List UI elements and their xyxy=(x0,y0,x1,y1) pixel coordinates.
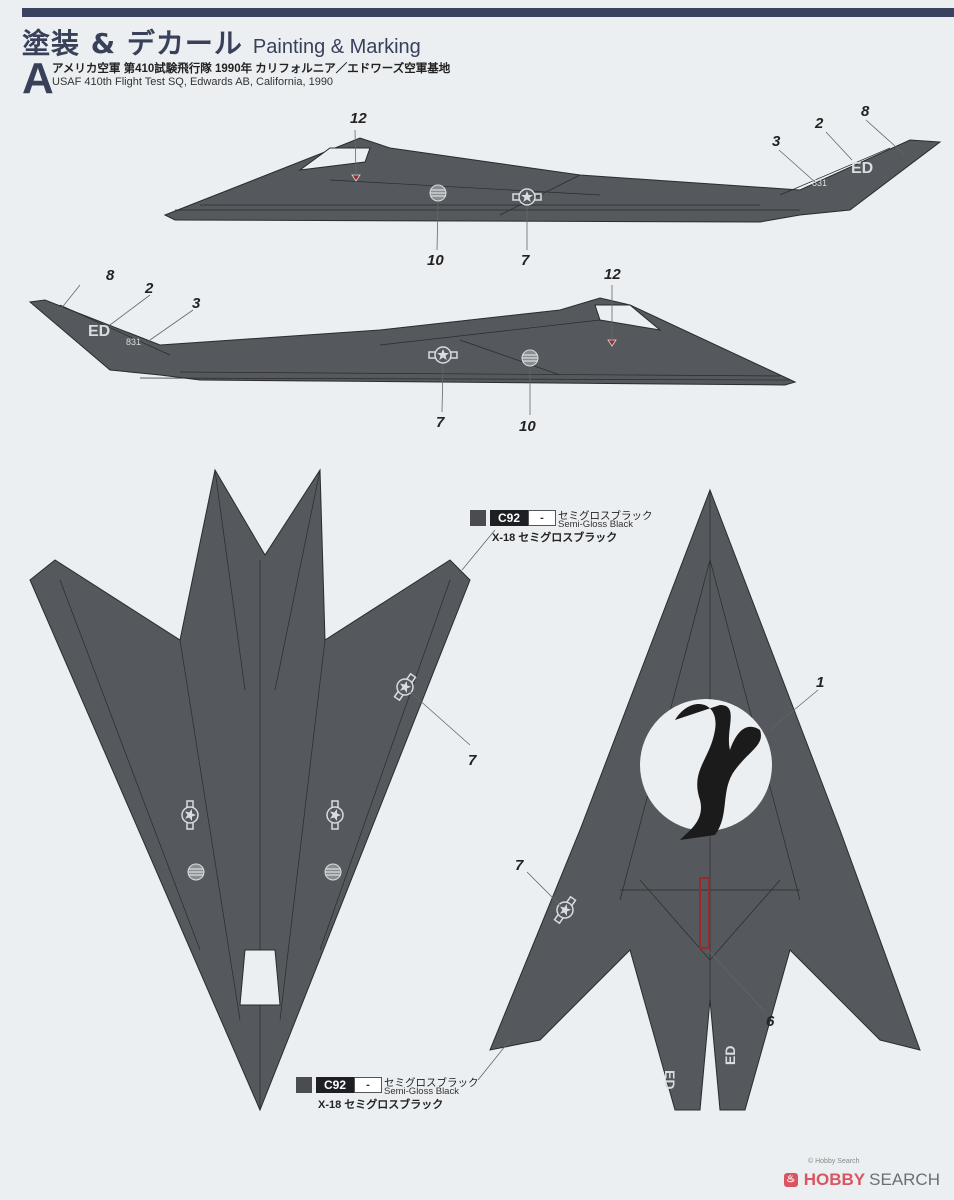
callout-8: 8 xyxy=(106,267,115,284)
callout-8: 8 xyxy=(861,103,870,120)
svg-text:ED: ED xyxy=(722,1046,738,1065)
callout-1: 1 xyxy=(816,674,825,691)
callout-2: 2 xyxy=(815,115,824,132)
scheme-letter: A xyxy=(22,54,54,103)
right-side-view: ED 831 xyxy=(28,284,797,415)
callout-7: 7 xyxy=(515,857,524,874)
svg-text:ED: ED xyxy=(88,323,110,340)
callout-2: 2 xyxy=(145,280,154,297)
paint-alt-code: - xyxy=(354,1077,382,1093)
hobby-search-watermark: ♨ HOBBY SEARCH xyxy=(783,1170,940,1190)
svg-text:ED: ED xyxy=(662,1070,678,1089)
paint-x18: X-18 セミグロスブラック xyxy=(318,1099,444,1111)
paint-name-en: Semi-Gloss Black xyxy=(384,1086,459,1097)
svg-text:ED: ED xyxy=(851,160,873,177)
paint-alt-code: - xyxy=(528,510,556,526)
callout-7: 7 xyxy=(436,414,445,431)
top-view xyxy=(29,468,496,1112)
callout-7: 7 xyxy=(468,752,477,769)
scheme-description-en: USAF 410th Flight Test SQ, Edwards AB, C… xyxy=(52,76,334,88)
callout-10: 10 xyxy=(519,418,536,435)
callout-10: 10 xyxy=(427,252,444,269)
paint-callout: C92 - セミグロスブラック Semi-Gloss Black X-18 セミ… xyxy=(470,510,670,558)
paint-code: C92 xyxy=(490,510,528,526)
callout-12: 12 xyxy=(604,266,621,283)
paint-name-jp: セミグロスブラック xyxy=(384,1077,479,1089)
hobby-search-logo-icon: ♨ xyxy=(783,1173,798,1187)
page-title: 塗装 & デカール Painting & Marking xyxy=(22,22,421,62)
copyright: © Hobby Search xyxy=(808,1158,860,1165)
svg-text:831: 831 xyxy=(126,337,141,347)
paint-name-jp: セミグロスブラック xyxy=(558,510,653,522)
paint-name-en: Semi-Gloss Black xyxy=(558,519,633,530)
bottom-view: ED ED xyxy=(477,488,921,1111)
watermark-brand-a: HOBBY xyxy=(803,1170,866,1189)
header-bar xyxy=(22,8,954,17)
title-english: Painting & Marking xyxy=(252,36,421,58)
color-chip xyxy=(296,1077,312,1093)
svg-text:831: 831 xyxy=(812,178,827,188)
paint-callout: C92 - セミグロスブラック Semi-Gloss Black X-18 セミ… xyxy=(296,1077,496,1125)
callout-12: 12 xyxy=(350,110,367,127)
paint-x18: X-18 セミグロスブラック xyxy=(492,532,618,544)
color-chip xyxy=(470,510,486,526)
callout-6: 6 xyxy=(766,1013,775,1030)
scheme-description-jp: アメリカ空軍 第410試験飛行隊 1990年 カリフォルニア／エドワーズ空軍基地 xyxy=(52,63,451,75)
callout-3: 3 xyxy=(772,133,781,150)
watermark-brand-b: SEARCH xyxy=(869,1170,940,1189)
callout-7: 7 xyxy=(521,252,530,269)
title-japanese: 塗装 & デカール xyxy=(22,27,243,60)
paint-code: C92 xyxy=(316,1077,354,1093)
left-side-view: ED 831 xyxy=(163,119,942,251)
callout-3: 3 xyxy=(192,295,201,312)
